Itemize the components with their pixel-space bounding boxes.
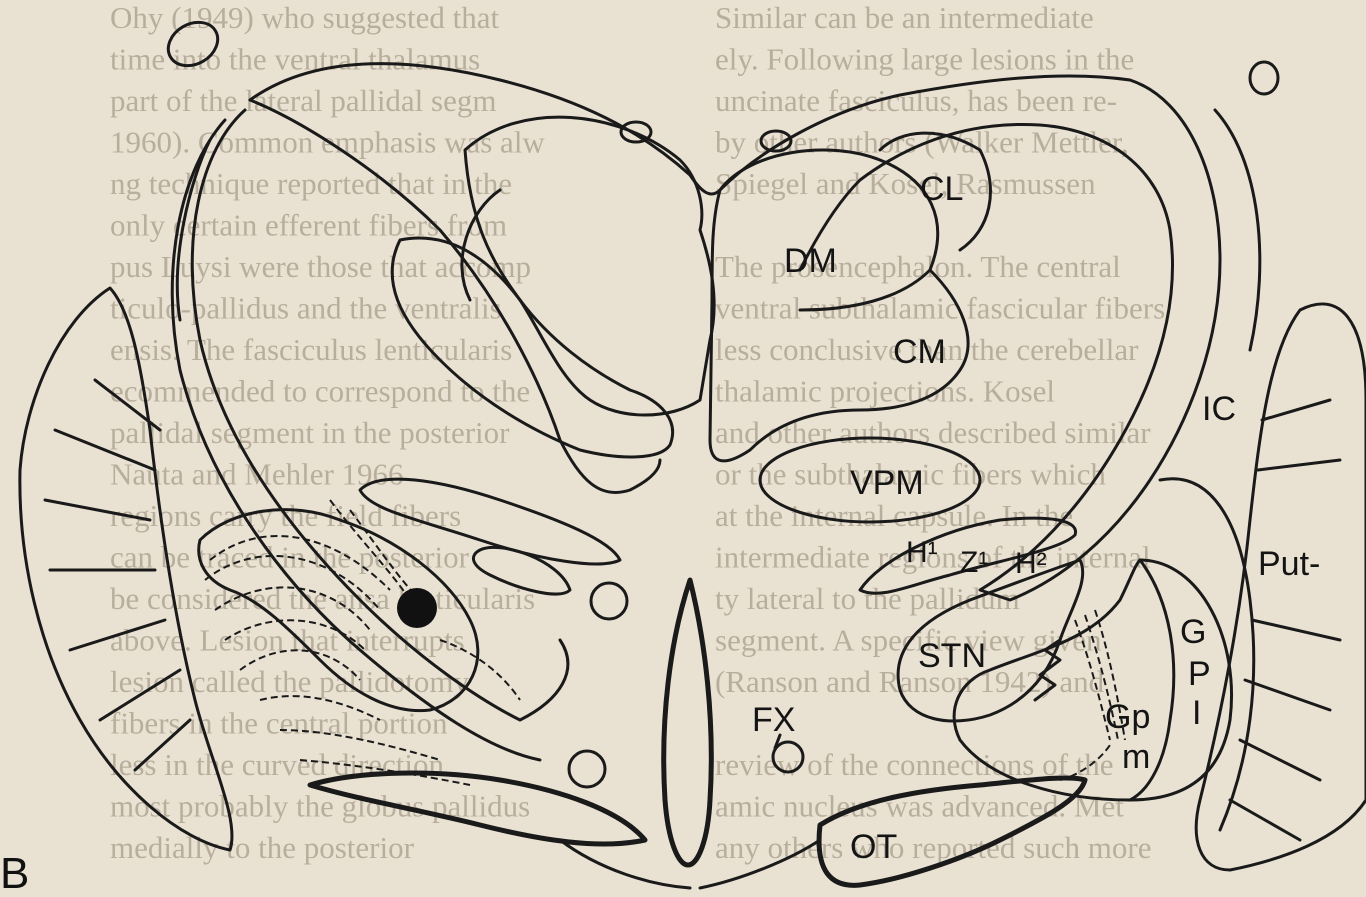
label-cm: CM [893,333,946,371]
label-h1: H¹ [906,536,938,569]
label-h2: H² [1015,547,1047,580]
label-put: Put- [1258,545,1320,583]
label-vpm: VPM [850,464,924,502]
label-gpi-g: G [1180,613,1206,651]
label-gpi-p: P [1188,655,1211,693]
label-stn: STN [918,637,986,675]
label-gpm-gp: Gp [1105,698,1150,736]
label-gpi-i: I [1192,694,1201,732]
label-fx: FX [752,701,795,739]
label-dm: DM [784,242,837,280]
label-gpm-m: m [1122,738,1150,776]
label-ic: IC [1202,390,1236,428]
label-cl: CL [920,170,963,208]
panel-letter: B [0,849,29,897]
label-ot: OT [850,828,897,866]
label-z1: Z¹ [960,546,988,579]
